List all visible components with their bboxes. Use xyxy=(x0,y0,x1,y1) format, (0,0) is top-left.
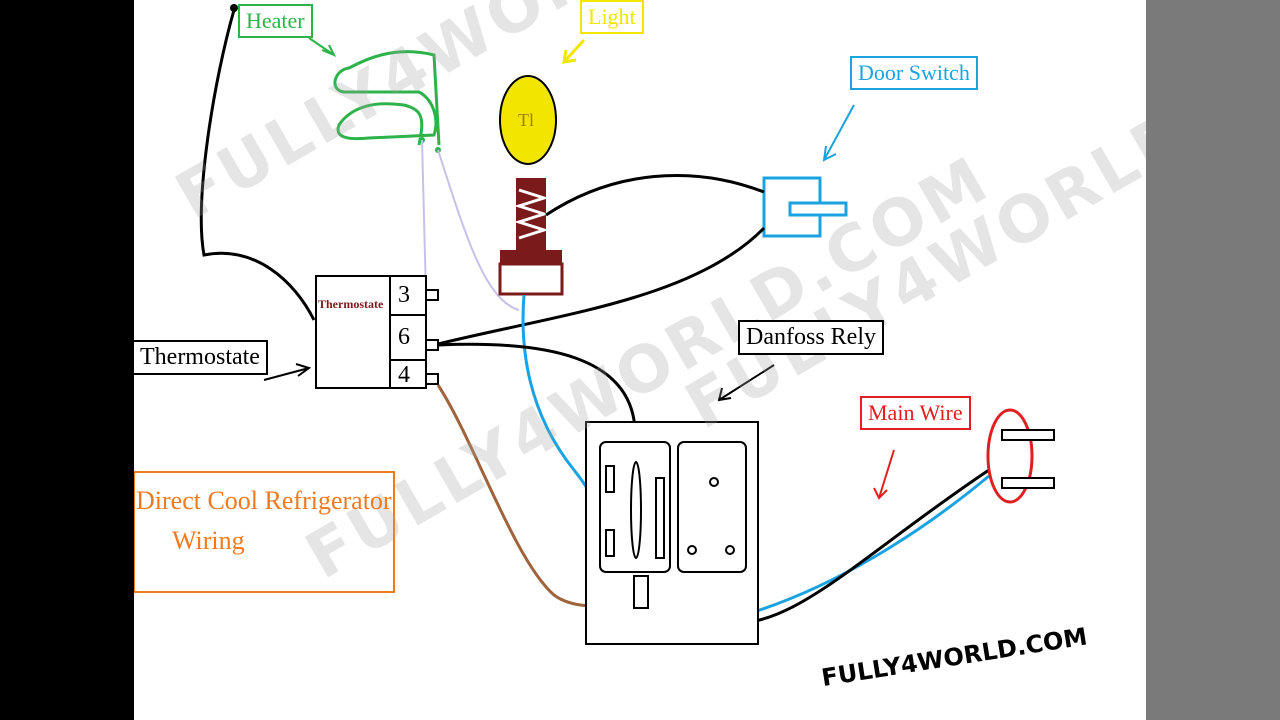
thermostat-pointer-arrow xyxy=(263,363,312,381)
title-box xyxy=(134,471,395,593)
relay-right-panel xyxy=(677,441,747,573)
relay-pin-b xyxy=(605,529,615,557)
terminal-6-label: 6 xyxy=(398,324,410,350)
thermostat-inner-label: Thermostate xyxy=(318,297,384,311)
relay-bottom-terminal xyxy=(633,575,649,609)
terminal-3-pin xyxy=(425,289,439,301)
heater-label: Heater xyxy=(238,4,313,38)
door-switch-plunger xyxy=(788,201,848,217)
light-label: Light xyxy=(580,0,644,34)
wire-door-thermo xyxy=(433,226,766,347)
left-letterbox xyxy=(0,0,134,720)
main-wire-label: Main Wire xyxy=(860,396,971,430)
relay-dot-3 xyxy=(725,545,735,555)
bulb-base xyxy=(498,262,564,296)
relay-label: Danfoss Rely xyxy=(738,320,884,355)
terminal-6-pin xyxy=(425,339,439,351)
wire-black-top xyxy=(199,9,316,321)
title-line-2: Wiring xyxy=(172,526,245,555)
heater-coil xyxy=(333,50,441,146)
light-arrow xyxy=(562,38,586,64)
relay-pin-a xyxy=(605,465,615,493)
relay-dot-1 xyxy=(709,477,719,487)
relay-pin-c xyxy=(655,477,665,559)
door-switch-arrow xyxy=(822,104,855,162)
wire-lavender-2 xyxy=(437,149,520,311)
bulb-glass xyxy=(499,75,557,165)
plug-prong-bottom xyxy=(1001,477,1055,489)
wire-lavender-1 xyxy=(421,139,427,296)
relay-arrow xyxy=(717,364,775,402)
heater-arrow xyxy=(308,37,337,57)
relay-dot-2 xyxy=(687,545,697,555)
terminal-4-label: 4 xyxy=(398,362,410,388)
plug-prong-top xyxy=(1001,429,1055,441)
relay-pin-center xyxy=(630,461,642,559)
terminal-3-label: 3 xyxy=(398,282,410,308)
terminal-4-pin xyxy=(425,373,439,385)
main-wire-arrow xyxy=(873,449,895,500)
title-line-1: Direct Cool Refrigerator xyxy=(136,486,392,515)
bulb-base-band xyxy=(500,250,562,264)
bulb-mark: Tl xyxy=(518,110,534,130)
diagram-canvas: FULLY4WORLD.COM FULLY4WORLD.COM FULLY4WO… xyxy=(134,0,1146,720)
wire-top-node xyxy=(230,4,238,12)
wire-bulb-door xyxy=(545,174,765,217)
wiring-diagram xyxy=(134,4,1055,645)
thermostat-block xyxy=(315,275,427,389)
bulb-spring xyxy=(514,188,549,240)
door-switch-label: Door Switch xyxy=(850,56,978,90)
thermostat-pointer-label: Thermostate xyxy=(134,340,268,375)
right-letterbox xyxy=(1146,0,1280,720)
